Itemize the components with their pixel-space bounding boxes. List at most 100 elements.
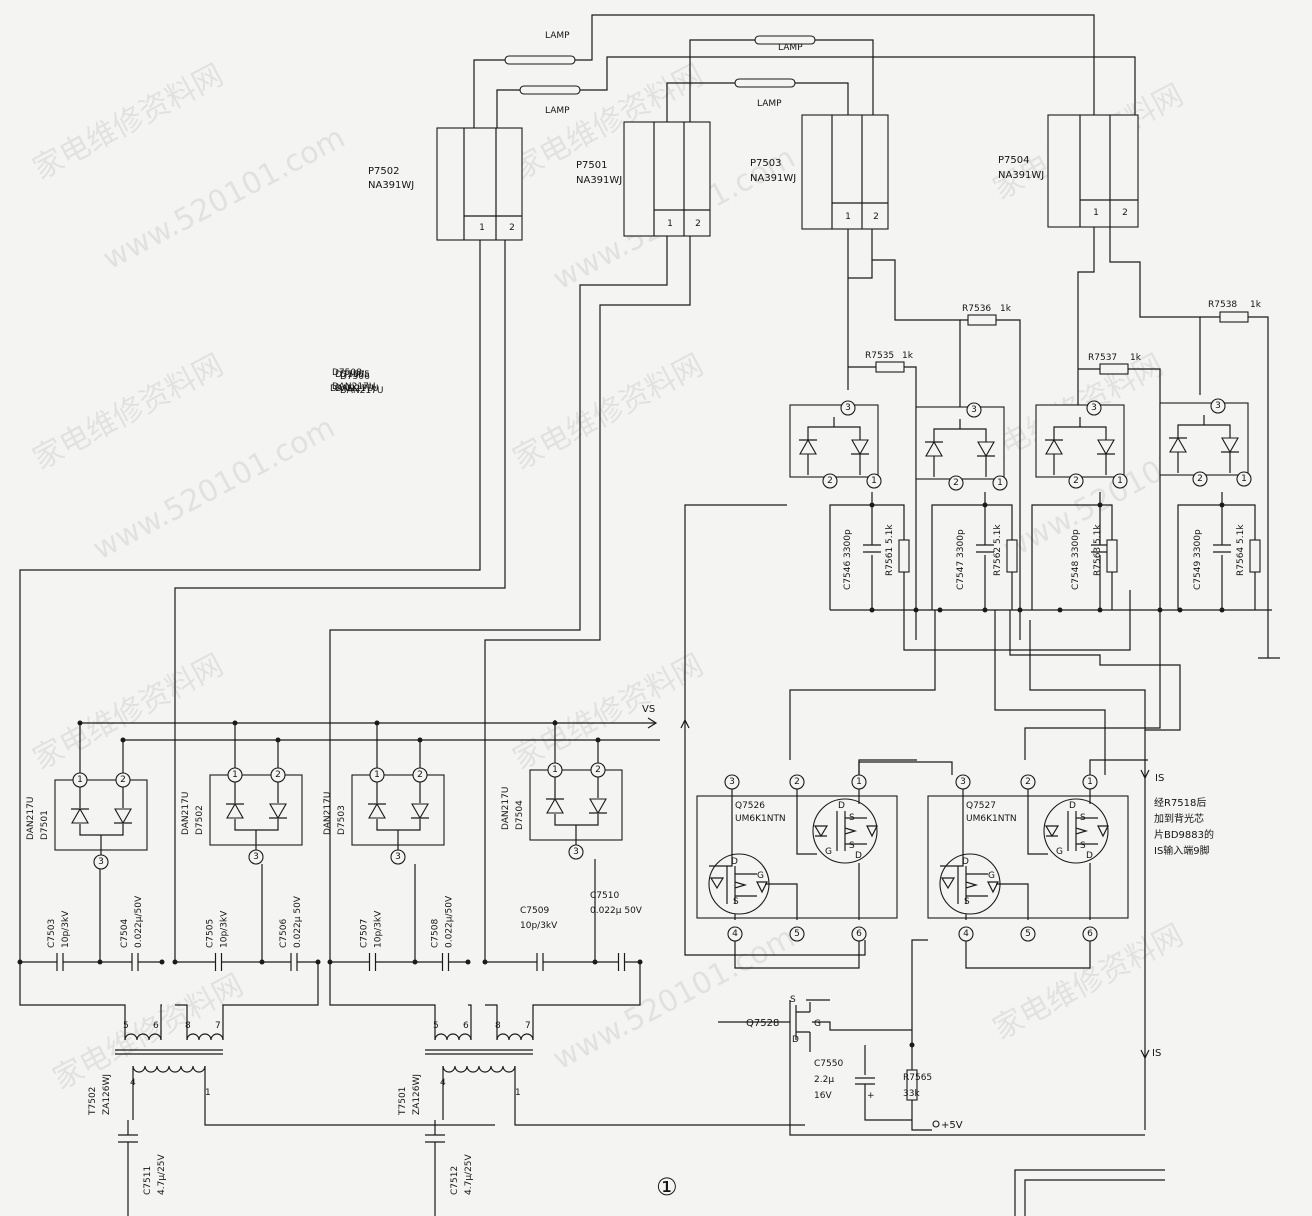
transformer-pin: 8 <box>185 1021 191 1031</box>
diode-ref: D7508 <box>332 368 362 378</box>
diode-part: DAN217U <box>332 382 375 392</box>
transformer-pin: 1 <box>515 1088 521 1098</box>
resistor <box>1106 539 1118 573</box>
lamp-label: LAMP <box>545 106 570 116</box>
pin-number: 4 <box>732 929 738 939</box>
cap-label: C7549 3300p <box>1193 529 1203 590</box>
pin-number: 3 <box>1091 403 1097 413</box>
cap-value: 0.022μ 50V <box>590 906 643 916</box>
page-marker: ① <box>656 1173 678 1201</box>
cap-ref: C7507 <box>360 919 370 948</box>
cap-value: 4.7μ/25V <box>464 1153 474 1195</box>
watermark-url: www.520101.com <box>97 120 351 277</box>
fet-letter: S <box>849 841 855 851</box>
transformer-pin: 5 <box>123 1021 129 1031</box>
cap-ref: C7506 <box>279 919 289 948</box>
cap-label: C7548 3300p <box>1071 529 1081 590</box>
signal-vs: VS <box>642 704 655 715</box>
pin-number: 2 <box>1073 476 1079 486</box>
resistor-label: R7561 5.1k <box>885 524 895 576</box>
diode-part: DAN217U <box>181 792 191 835</box>
note-line: 加到背光芯 <box>1154 812 1204 825</box>
transformer-pin: 1 <box>205 1088 211 1098</box>
pin-number: 2 <box>120 775 126 785</box>
pin-number: 2 <box>595 765 601 775</box>
watermark-cn: 家电维修资料网 <box>27 348 229 477</box>
cap-value: 10p/3kV <box>220 910 230 948</box>
diode-part: DAN217U <box>335 384 378 394</box>
connector-pin: 1 <box>479 223 485 233</box>
lamps: LAMP LAMP LAMP LAMP <box>504 31 816 116</box>
connector-pin: 1 <box>1093 208 1099 218</box>
cap-ref: C7512 <box>450 1166 460 1195</box>
cap-ref: C7505 <box>206 919 216 948</box>
resistor-label: R7563 5.1k <box>1093 524 1103 576</box>
connector-ref: P7504 <box>998 155 1029 166</box>
fet-letter: G <box>814 1019 821 1029</box>
fet-letter: G <box>988 871 995 881</box>
pin-number: 2 <box>827 476 833 486</box>
cap-ref: C7503 <box>47 919 57 948</box>
resistor <box>1219 311 1249 323</box>
cap-ref: C7509 <box>520 906 549 916</box>
resistor-ref: R7565 <box>903 1073 932 1083</box>
transformer-pin: 8 <box>495 1021 501 1031</box>
mosfet-part: UM6K1NTN <box>966 814 1017 824</box>
diode-ref: D7505 <box>340 370 370 380</box>
pin-number: 6 <box>856 929 862 939</box>
pin-number: 3 <box>395 852 401 862</box>
resistor-ref: R7538 <box>1208 300 1237 310</box>
pin-number: 1 <box>374 770 380 780</box>
watermark-cn: 家电维修资料网 <box>27 58 229 187</box>
resistor-label: R7562 5.1k <box>993 524 1003 576</box>
lamp-wiring <box>473 14 1136 128</box>
bottom-capacitor: C7512 4.7μ/25V <box>425 1120 474 1216</box>
diode-part: DAN217U <box>501 787 511 830</box>
fet-letter: S <box>790 995 796 1005</box>
cap-ref: C7504 <box>120 919 130 948</box>
is-signal: IS IS 经R7518后 加到背光芯 片BD9883的 IS输入端9脚 <box>1140 769 1214 1060</box>
pin-number: 5 <box>1025 929 1031 939</box>
pin-number: 2 <box>417 770 423 780</box>
pin-number: 3 <box>971 405 977 415</box>
pin-number: 3 <box>253 852 259 862</box>
cap-polarity: + <box>867 1091 875 1101</box>
lamp-label: LAMP <box>757 99 782 109</box>
connector-pin: 2 <box>873 212 879 222</box>
cap-value: 4.7μ/25V <box>157 1153 167 1195</box>
cap-ref: C7508 <box>431 919 441 948</box>
connector-p7502: 1 2 P7502 NA391WJ <box>368 127 523 241</box>
pin-number: 6 <box>1087 929 1093 939</box>
pin-number: 5 <box>794 929 800 939</box>
cap-label: C7547 3300p <box>956 529 966 590</box>
connector-p7504: 1 2 P7504 NA391WJ <box>998 114 1139 228</box>
resistor <box>898 539 910 573</box>
lamp-tube <box>519 85 581 95</box>
transformer-pin: 6 <box>153 1021 159 1031</box>
note-line: 经R7518后 <box>1154 796 1206 809</box>
fet-letter: D <box>855 851 862 861</box>
fet-letter: S <box>964 897 970 907</box>
diode-part: DAN217U <box>26 797 36 840</box>
cap-ref: C7550 <box>814 1059 843 1069</box>
resistor <box>1099 363 1129 375</box>
pin-number: 3 <box>960 777 966 787</box>
fet-letter: D <box>1069 801 1076 811</box>
q7528-ref: Q7528 <box>746 1018 779 1029</box>
resistor-value: 33k <box>903 1089 920 1099</box>
supply-label: +5V <box>941 1120 963 1131</box>
filter-pair: C7547 3300p R7562 5.1k <box>931 492 1018 610</box>
transformer-ref: T7502 <box>88 1087 98 1116</box>
cap-value: 0.022μ/50V <box>134 895 144 948</box>
cap-value: 0.022μ/50V <box>445 895 455 948</box>
